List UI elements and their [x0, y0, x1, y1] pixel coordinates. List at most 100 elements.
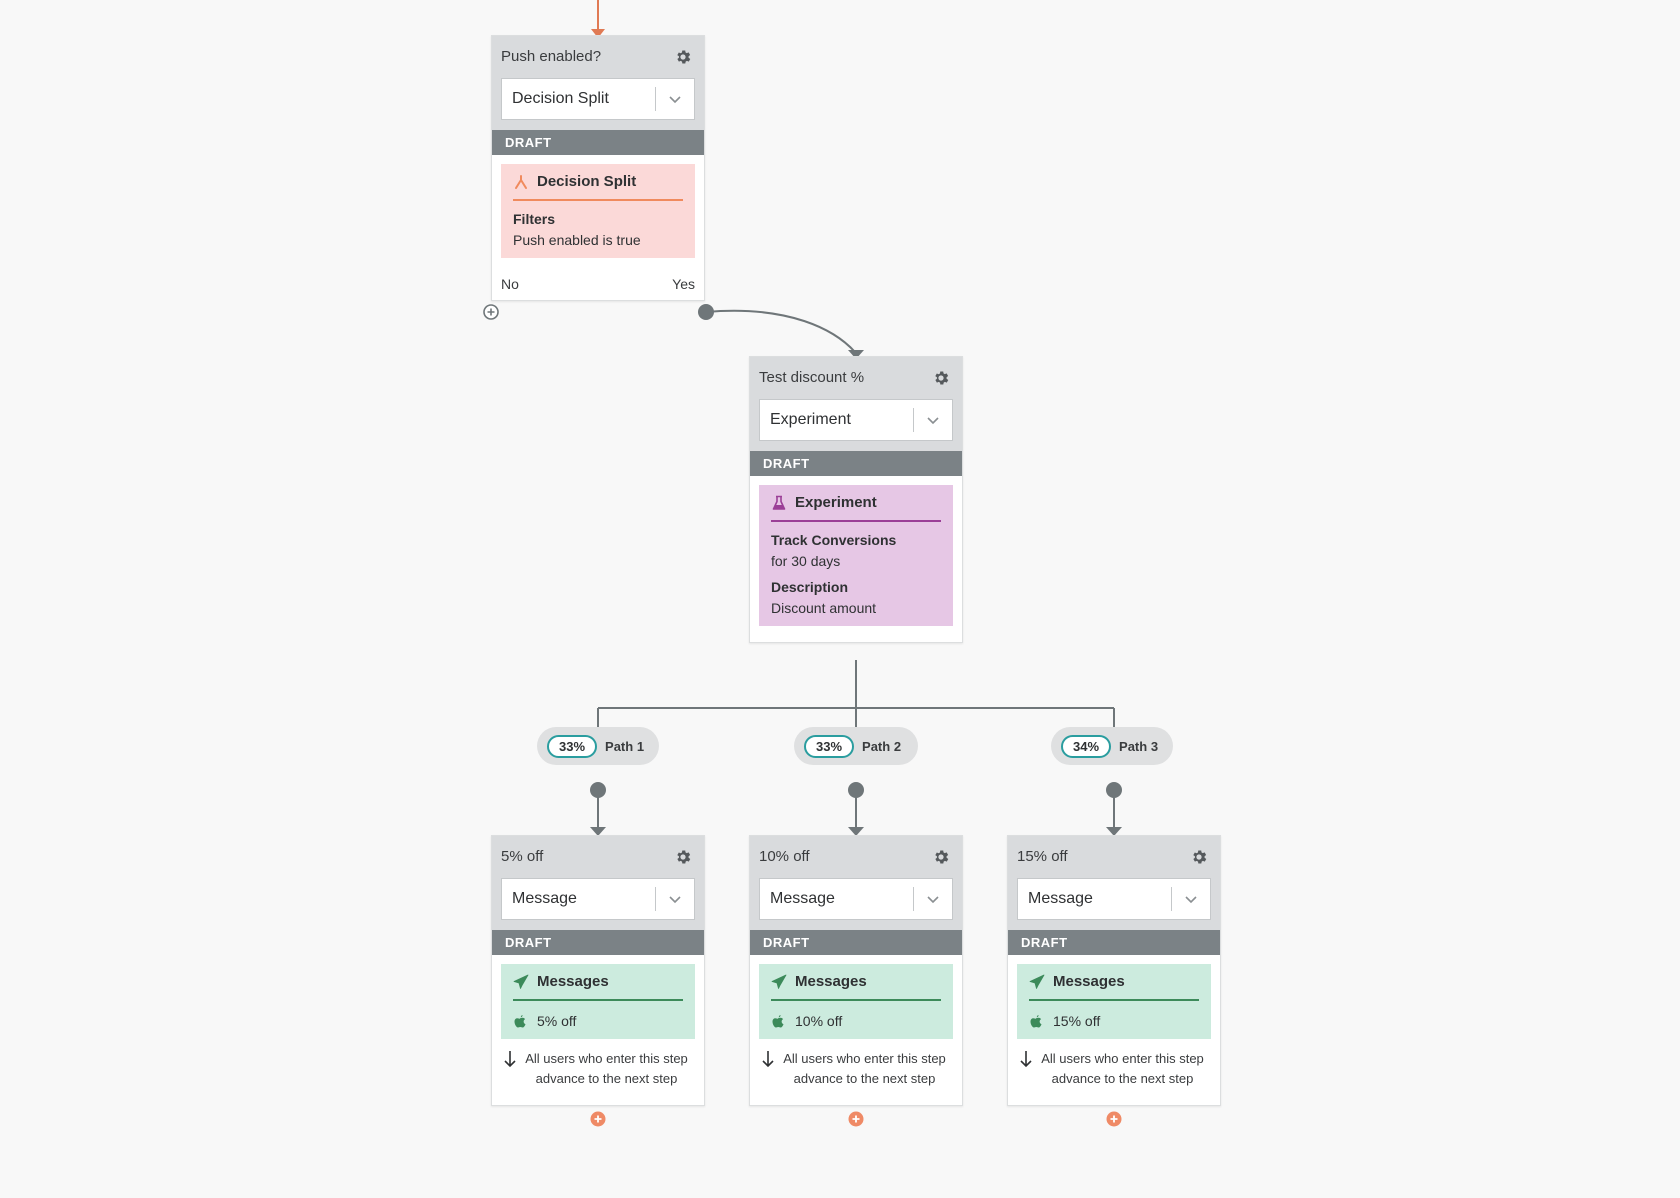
chevron-down-icon: [927, 896, 939, 904]
paper-plane-icon: [513, 974, 529, 989]
apple-icon: [1030, 1014, 1042, 1027]
arrow-down-icon: [504, 1051, 516, 1068]
branch-no-label: No: [501, 276, 519, 292]
card-divider: [1029, 999, 1199, 1001]
chevron-down-icon: [927, 417, 939, 425]
message-item[interactable]: 15% off: [1029, 1011, 1199, 1029]
message-item-label: 10% off: [795, 1013, 843, 1029]
messages-card[interactable]: Messages 5% off: [501, 964, 695, 1039]
select-divider: [913, 408, 914, 432]
add-step-after-5-off-icon[interactable]: [590, 1111, 606, 1127]
path-2-handle[interactable]: [848, 782, 864, 798]
gear-icon[interactable]: [1190, 848, 1208, 866]
gear-icon[interactable]: [674, 48, 692, 66]
node-header: 5% off Message: [492, 836, 704, 930]
yes-branch-handle[interactable]: [698, 304, 714, 320]
select-value: Experiment: [770, 411, 851, 428]
path-pill-3[interactable]: 34% Path 3: [1051, 727, 1173, 765]
path-3-handle[interactable]: [1106, 782, 1122, 798]
card-divider: [771, 999, 941, 1001]
status-bar: DRAFT: [492, 130, 704, 155]
messages-card[interactable]: Messages 15% off: [1017, 964, 1211, 1039]
messages-card[interactable]: Messages 10% off: [759, 964, 953, 1039]
advance-text: All users who enter this step advance to…: [1041, 1051, 1204, 1086]
track-conversions-label: Track Conversions: [771, 532, 897, 548]
path-percentage: 33%: [804, 734, 855, 758]
message-item[interactable]: 5% off: [513, 1011, 683, 1029]
split-icon: [515, 174, 527, 189]
card-header: Decision Split: [513, 173, 683, 199]
select-divider: [1171, 887, 1172, 911]
decision-split-card[interactable]: Decision Split Filters Push enabled is t…: [501, 164, 695, 258]
path-percentage: 34%: [1061, 734, 1112, 758]
message-node-5-off[interactable]: 5% off Message DRAFT Messages 5% off: [491, 835, 705, 1106]
path-pill-2[interactable]: 33% Path 2: [794, 727, 918, 765]
card-divider: [513, 199, 683, 201]
message-node-10-off[interactable]: 10% off Message DRAFT Messages 10% off: [749, 835, 963, 1106]
card-header: Messages: [1029, 973, 1199, 999]
card-divider: [771, 520, 941, 522]
path-label: Path 3: [1119, 738, 1159, 754]
step-type-select[interactable]: Message: [1017, 878, 1211, 920]
experiment-node[interactable]: Test discount % Experiment DRAFT Experim…: [749, 356, 963, 643]
branch-labels: No Yes: [492, 266, 704, 300]
message-item[interactable]: 10% off: [771, 1011, 941, 1029]
message-item-label: 15% off: [1053, 1013, 1101, 1029]
path-percentage: 33%: [547, 734, 598, 758]
select-divider: [913, 887, 914, 911]
node-header: Test discount % Experiment: [750, 357, 962, 451]
status-bar: DRAFT: [750, 930, 962, 955]
message-node-15-off[interactable]: 15% off Message DRAFT Messages 15% off: [1007, 835, 1221, 1106]
add-step-after-15-off-icon[interactable]: [1106, 1111, 1122, 1127]
select-value: Message: [770, 890, 835, 907]
step-type-select[interactable]: Decision Split: [501, 78, 695, 120]
apple-icon: [772, 1014, 784, 1027]
card-title: Decision Split: [537, 173, 637, 190]
paper-plane-icon: [771, 974, 787, 989]
advance-text: All users who enter this step advance to…: [525, 1051, 688, 1086]
node-body: Experiment Track Conversions for 30 days…: [750, 476, 962, 642]
description-label: Description: [771, 579, 849, 595]
filters-value: Push enabled is true: [513, 232, 641, 248]
advance-note: All users who enter this step advance to…: [1017, 1039, 1211, 1097]
flask-icon: [772, 495, 786, 510]
status-bar: DRAFT: [492, 930, 704, 955]
step-type-select[interactable]: Message: [759, 878, 953, 920]
branch-yes-label: Yes: [672, 276, 695, 292]
gear-icon[interactable]: [932, 848, 950, 866]
filters-label: Filters: [513, 211, 556, 227]
path-label: Path 2: [862, 738, 902, 754]
apple-icon: [514, 1014, 526, 1027]
gear-icon[interactable]: [932, 369, 950, 387]
yes-branch-connector: [705, 309, 856, 353]
arrow-down-icon: [1020, 1051, 1032, 1068]
node-header: 10% off Message: [750, 836, 962, 930]
path-label: Path 1: [605, 738, 645, 754]
gear-icon[interactable]: [674, 848, 692, 866]
paper-plane-icon: [1029, 974, 1045, 989]
experiment-card[interactable]: Experiment Track Conversions for 30 days…: [759, 485, 953, 626]
card-title: Messages: [537, 973, 609, 990]
message-item-label: 5% off: [537, 1013, 577, 1029]
add-step-after-10-off-icon[interactable]: [848, 1111, 864, 1127]
track-conversions-value: for 30 days: [771, 553, 841, 569]
path-pill-1[interactable]: 33% Path 1: [537, 727, 659, 765]
select-value: Decision Split: [512, 90, 609, 107]
add-step-no-branch-icon[interactable]: [483, 304, 499, 320]
card-title: Messages: [1053, 973, 1125, 990]
step-type-select[interactable]: Experiment: [759, 399, 953, 441]
chevron-down-icon: [669, 896, 681, 904]
node-header: Push enabled? Decision Split: [492, 36, 704, 130]
select-divider: [655, 887, 656, 911]
decision-split-node[interactable]: Push enabled? Decision Split DRAFT Decis…: [491, 35, 705, 301]
card-title: Experiment: [795, 494, 877, 511]
node-title: Push enabled?: [501, 48, 602, 65]
select-value: Message: [512, 890, 577, 907]
path-1-handle[interactable]: [590, 782, 606, 798]
advance-note: All users who enter this step advance to…: [759, 1039, 953, 1097]
advance-text: All users who enter this step advance to…: [783, 1051, 946, 1086]
select-divider: [655, 87, 656, 111]
node-body: Messages 15% off All users who enter thi…: [1008, 955, 1220, 1105]
step-type-select[interactable]: Message: [501, 878, 695, 920]
